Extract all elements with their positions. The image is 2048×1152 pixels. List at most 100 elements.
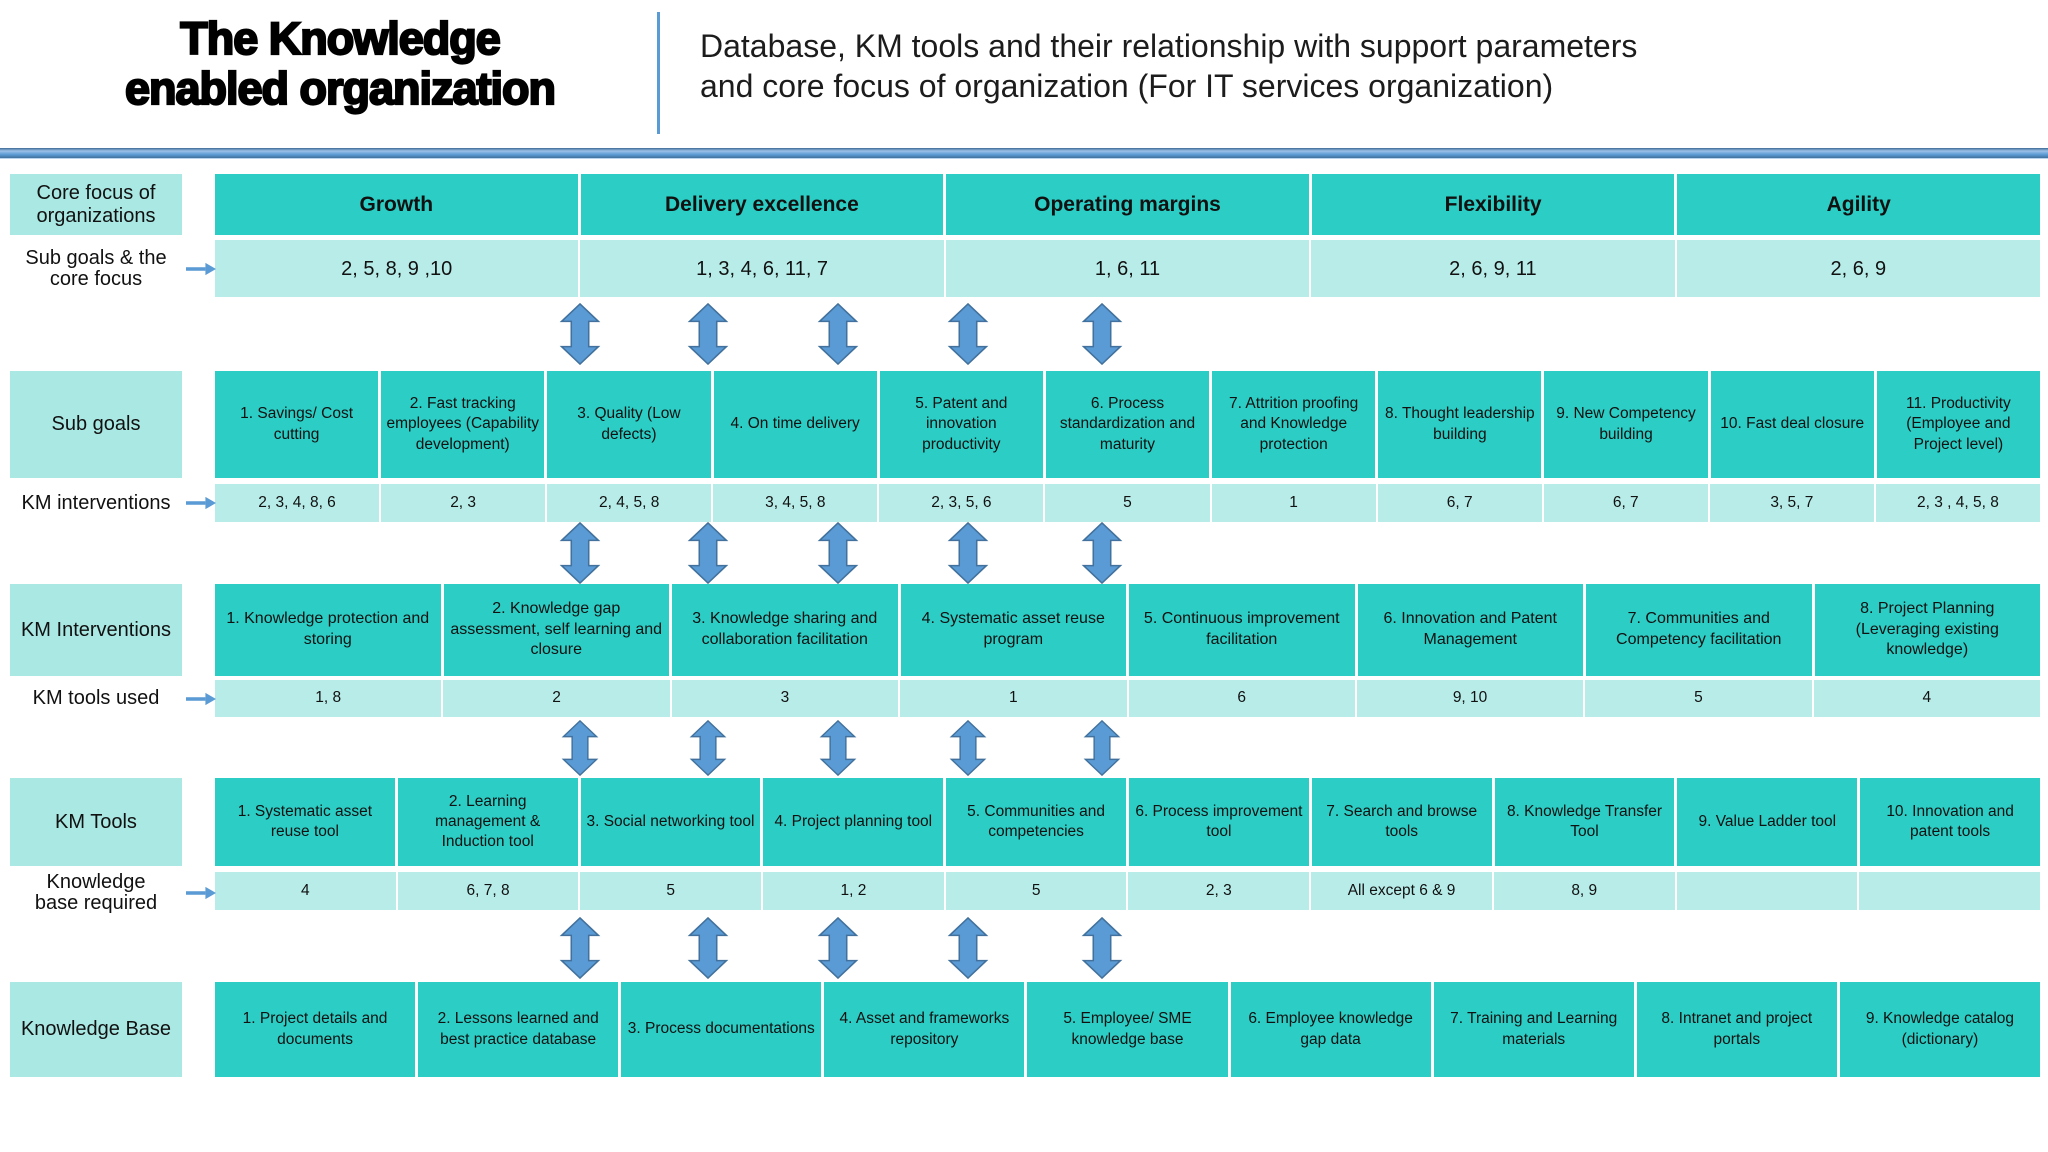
arrow-band-1 <box>10 297 2040 371</box>
up-down-arrow-icon <box>947 302 990 366</box>
row-label-core-focus: Core focus of organizations <box>10 174 182 235</box>
page-title-line1: The Knowledge <box>179 13 502 64</box>
table-cell: 1. Project details and documents <box>215 982 416 1077</box>
header-divider <box>657 12 660 134</box>
tier-km-tools: KM Tools Knowledge base required 1. Syst… <box>10 778 2040 914</box>
table-cell: Flexibility <box>1311 174 1675 235</box>
table-cell: 2, 3, 5, 6 <box>879 484 1044 522</box>
row-label-km-interventions: KM Interventions <box>10 584 182 676</box>
up-down-arrow-icon <box>817 916 860 980</box>
table-cell: 7. Training and Learning materials <box>1433 982 1634 1077</box>
table-cell: 2, 3 <box>1128 872 1310 910</box>
table-cell: 4. Systematic asset reuse program <box>900 584 1126 676</box>
row-label-sub-goals: Sub goals <box>10 371 182 478</box>
table-cell: 7. Search and browse tools <box>1311 778 1492 866</box>
table-cell: 8. Thought leadership building <box>1378 371 1542 478</box>
table-cell: 1 <box>1211 484 1376 522</box>
table-cell: Delivery excellence <box>580 174 944 235</box>
table-cell: 6. Process improvement tool <box>1129 778 1309 866</box>
table-cell: 2, 4, 5, 8 <box>547 484 712 522</box>
table-cell: 5. Patent and innovation productivity <box>879 371 1043 478</box>
up-down-arrow-icon <box>817 302 860 366</box>
table-cell: 1, 6, 11 <box>945 240 1310 297</box>
table-cell: Growth <box>215 174 578 235</box>
up-down-arrow-icon <box>687 302 730 366</box>
table-cell: 2, 5, 8, 9 ,10 <box>215 240 579 297</box>
table-cell: 2, 3 , 4, 5, 8 <box>1875 484 2040 522</box>
table-cell: 2, 6, 9 <box>1676 240 2040 297</box>
table-cell: 7. Attrition proofing and Knowledge prot… <box>1212 371 1376 478</box>
table-cell: 2, 3, 4, 8, 6 <box>215 484 380 522</box>
table-cell: 3 <box>671 680 899 717</box>
slide-header: The Knowledge enabled organization Datab… <box>0 0 2048 148</box>
table-cell: 5 <box>1585 680 1812 717</box>
up-down-arrow-icon <box>559 719 602 776</box>
table-cell: 3, 4, 5, 8 <box>713 484 878 522</box>
table-cell: 6. Employee knowledge gap data <box>1230 982 1431 1077</box>
up-down-arrow-icon <box>1081 916 1124 980</box>
table-cell: 3. Knowledge sharing and collaboration f… <box>672 584 898 676</box>
table-cell: 6. Process standardization and maturity <box>1045 371 1210 478</box>
table-cell: 5 <box>945 872 1127 910</box>
table-cell: 2. Knowledge gap assessment, self learni… <box>443 584 669 676</box>
table-cell <box>1676 872 1858 910</box>
table-cell: 8. Knowledge Transfer Tool <box>1494 778 1675 866</box>
table-cell: 6, 7 <box>1543 484 1708 522</box>
up-down-arrow-icon <box>1081 302 1124 366</box>
arrow-band-4 <box>10 914 2040 982</box>
up-down-arrow-icon <box>559 302 602 366</box>
table-cell: 9. Knowledge catalog (dictionary) <box>1839 982 2040 1077</box>
right-arrow-icon <box>186 692 216 705</box>
table-cell: Agility <box>1677 174 2040 235</box>
table-cell: 8. Project Planning (Leveraging existing… <box>1814 584 2040 676</box>
table-cell: 9. Value Ladder tool <box>1677 778 1858 866</box>
table-cell: 10. Innovation and patent tools <box>1860 778 2040 866</box>
table-cell: 8, 9 <box>1493 872 1675 910</box>
row-label-knowledge-base-required: Knowledge base required <box>10 872 216 914</box>
table-cell: 5 <box>1045 484 1210 522</box>
table-cell: 2. Lessons learned and best practice dat… <box>418 982 619 1077</box>
up-down-arrow-icon <box>947 916 990 980</box>
table-cell: 6, 7, 8 <box>397 872 579 910</box>
table-cell: 2, 3 <box>381 484 546 522</box>
up-down-arrow-icon <box>559 521 602 585</box>
table-cell: 1, 3, 4, 6, 11, 7 <box>580 240 944 297</box>
table-cell: 1, 8 <box>215 680 442 717</box>
relationship-diagram: Core focus of organizations Sub goals & … <box>0 159 2048 1077</box>
tier-knowledge-base: Knowledge Base 1. Project details and do… <box>10 982 2040 1077</box>
up-down-arrow-icon <box>817 521 860 585</box>
table-cell: 3. Process documentations <box>621 982 822 1077</box>
table-cell: 3, 5, 7 <box>1709 484 1874 522</box>
table-cell: 1. Knowledge protection and storing <box>215 584 441 676</box>
table-cell: 3. Quality (Low defects) <box>547 371 711 478</box>
table-cell <box>1859 872 2040 910</box>
page-subtitle-line1: Database, KM tools and their relationshi… <box>700 28 1638 64</box>
right-arrow-icon <box>186 496 216 510</box>
table-cell: All except 6 & 9 <box>1311 872 1492 910</box>
table-cell: 4 <box>1813 680 2040 717</box>
page-subtitle-line2: and core focus of organization (For IT s… <box>700 68 1554 104</box>
header-accent-bar <box>0 148 2048 159</box>
table-cell: 2 <box>443 680 670 717</box>
table-cell: 10. Fast deal closure <box>1710 371 1874 478</box>
table-cell: 4 <box>215 872 396 910</box>
table-cell: Operating margins <box>946 174 1309 235</box>
table-cell: 11. Productivity (Employee and Project l… <box>1876 371 2040 478</box>
tier-core-focus: Core focus of organizations Sub goals & … <box>10 174 2040 297</box>
arrow-band-2 <box>10 521 2040 585</box>
table-cell: 9. New Competency building <box>1544 371 1708 478</box>
tier-km-interventions: KM Interventions KM tools used 1. Knowle… <box>10 584 2040 717</box>
table-cell: 5. Communities and competencies <box>946 778 1126 866</box>
table-cell: 1. Savings/ Cost cutting <box>215 371 379 478</box>
row-label-km-tools-used: KM tools used <box>10 680 216 717</box>
up-down-arrow-icon <box>817 719 860 776</box>
table-cell: 5 <box>580 872 762 910</box>
